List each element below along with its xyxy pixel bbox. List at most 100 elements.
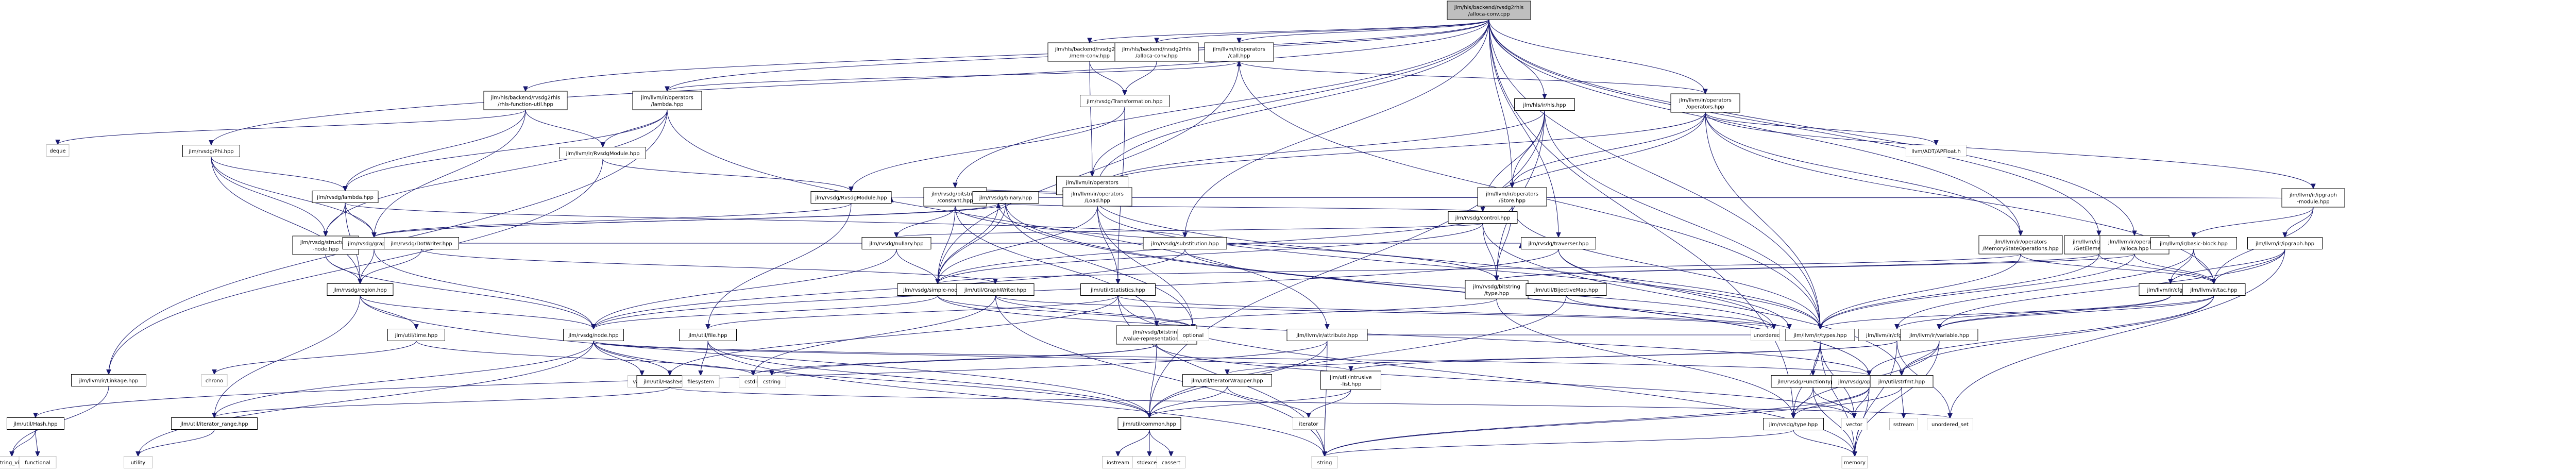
graph-node-rvsdgtype[interactable]: jlm/rvsdg/type.hpp	[1763, 418, 1824, 430]
graph-node-root[interactable]: jlm/hls/backend/rvsdg2rhls/alloca-conv.c…	[1447, 1, 1531, 20]
arrowhead-icon	[358, 279, 363, 284]
graph-node-llvmtypes[interactable]: jlm/llvm/ir/types.hpp	[1785, 329, 1855, 341]
graph-node-memstate[interactable]: jlm/llvm/ir/operators/MemoryStateOperati…	[1978, 235, 2063, 255]
graph-node-time[interactable]: jlm/util/time.hpp	[387, 329, 445, 341]
edge-rhlsfu-to-rvsdglambda	[345, 109, 526, 191]
graph-node-transformation[interactable]: jlm/rvsdg/Transformation.hpp	[1080, 95, 1170, 107]
node-label: string	[1317, 460, 1332, 466]
graph-node-allocaconvh[interactable]: jlm/hls/backend/rvsdg2rhls/alloca-conv.h…	[1114, 42, 1199, 62]
node-label: jlm/llvm/ir/types.hpp	[1793, 333, 1846, 339]
edge-binary-to-graph	[374, 203, 1006, 238]
node-box	[2150, 237, 2237, 249]
node-label: iostream	[1107, 460, 1129, 466]
node-label: jlm/rvsdg/graph.hpp	[347, 241, 400, 247]
graph-node-variable[interactable]: jlm/llvm/ir/variable.hpp	[1900, 329, 1978, 341]
edge-root-to-intops	[1092, 19, 1489, 177]
graph-node-dotwriter[interactable]: jlm/rvsdg/DotWriter.hpp	[384, 237, 459, 249]
arrowhead-icon	[667, 370, 672, 376]
graph-node-iterwrapper[interactable]: jlm/util/IteratorWrapper.hpp	[1182, 374, 1272, 386]
edge-time-to-chrono	[214, 341, 417, 375]
node-box	[1927, 418, 1973, 430]
graph-node-call[interactable]: jlm/llvm/ir/operators/call.hpp	[1204, 42, 1274, 62]
graph-node-rvsdglambda[interactable]: jlm/rvsdg/lambda.hpp	[312, 191, 379, 203]
edge-tac-to-operation	[1869, 295, 2214, 376]
node-label: jlm/llvm/ir/operators	[2072, 240, 2125, 245]
edge-graphwriter-to-cstdint	[753, 295, 996, 376]
edge-llvmlambda-to-structural	[325, 109, 668, 237]
graph-node-file[interactable]: jlm/util/file.hpp	[679, 329, 737, 341]
edge-node-to-common	[593, 341, 1150, 418]
arrowhead-icon	[1791, 413, 1796, 419]
graph-node-basicblock[interactable]: jlm/llvm/ir/basic-block.hpp	[2150, 237, 2237, 249]
graph-node-phi[interactable]: jlm/rvsdg/Phi.hpp	[182, 145, 240, 157]
graph-node-load[interactable]: jlm/llvm/ir/operators/Load.hpp	[1062, 187, 1132, 207]
graph-node-tac[interactable]: jlm/llvm/ir/tac.hpp	[2182, 283, 2246, 296]
graph-node-llvmmodule[interactable]: jlm/llvm/ir/RvsdgModule.hpp	[560, 147, 646, 159]
arrowhead-icon	[1556, 232, 1561, 238]
node-label: jlm/rvsdg/control.hpp	[1455, 215, 1511, 221]
graph-node-bijective[interactable]: jlm/util/BijectiveMap.hpp	[1526, 283, 1607, 296]
graph-node-control[interactable]: jlm/rvsdg/control.hpp	[1448, 211, 1518, 224]
node-box	[1906, 145, 1967, 157]
node-box	[1521, 237, 1596, 249]
graph-node-sstream: sstream	[1889, 418, 1918, 430]
graph-node-traverser[interactable]: jlm/rvsdg/traverser.hpp	[1521, 237, 1596, 249]
arrowhead-icon	[1154, 38, 1159, 44]
graph-node-rvsdgmodule[interactable]: jlm/rvsdg/RvsdgModule.hpp	[810, 191, 892, 204]
arrowhead-icon	[2018, 230, 2023, 237]
graph-node-common[interactable]: jlm/util/common.hpp	[1117, 417, 1181, 430]
node-label: jlm/llvm/ir/basic-block.hpp	[2159, 241, 2228, 247]
arrowhead-icon	[1147, 451, 1152, 457]
node-label: utility	[131, 460, 146, 466]
node-label: jlm/llvm/ir/Linkage.hpp	[79, 378, 139, 384]
graph-node-ipgraph[interactable]: jlm/llvm/ir/ipgraph.hpp	[2247, 237, 2323, 249]
arrowhead-icon	[2311, 183, 2316, 190]
edge-rvsdgtype-to-memory	[1793, 430, 1855, 457]
graph-node-statistics[interactable]: jlm/util/Statistics.hpp	[1080, 283, 1156, 296]
graph-node-intrusive[interactable]: jlm/util/intrusive-list.hpp	[1320, 370, 1381, 390]
node-box	[7, 417, 64, 430]
node-label: jlm/util/BijectiveMap.hpp	[1534, 288, 1598, 293]
graph-node-store[interactable]: jlm/llvm/ir/operators/Store.hpp	[1477, 187, 1547, 207]
edge-rhlsfu-to-llvmmodule	[525, 109, 603, 147]
node-label: /type.hpp	[1484, 291, 1509, 297]
graph-node-attribute[interactable]: jlm/llvm/ir/attribute.hpp	[1286, 329, 1368, 341]
graph-node-region[interactable]: jlm/rvsdg/region.hpp	[327, 283, 394, 296]
node-box	[810, 191, 892, 204]
graph-node-linkage[interactable]: jlm/llvm/ir/Linkage.hpp	[71, 374, 146, 386]
graph-node-nullary[interactable]: jlm/rvsdg/nullary.hpp	[861, 237, 931, 249]
graph-node-substitution[interactable]: jlm/rvsdg/substitution.hpp	[1143, 237, 1227, 249]
node-label: jlm/rvsdg/DotWriter.hpp	[390, 241, 452, 247]
graph-node-filesystem: filesystem	[682, 375, 720, 387]
graph-node-iterrange[interactable]: jlm/util/iterator_range.hpp	[171, 417, 258, 430]
edge-root-to-bsconstant	[955, 19, 1489, 188]
node-label: jlm/llvm/ir/ipgraph.hpp	[2255, 241, 2314, 247]
graph-node-strfmt[interactable]: jlm/util/strfmt.hpp	[1870, 375, 1934, 387]
graph-node-rhlsfu[interactable]: jlm/hls/backend/rvsdg2rhls/rhls-function…	[483, 91, 568, 110]
node-label: jlm/llvm/ir/operators	[1065, 180, 1118, 186]
arrowhead-icon	[1225, 369, 1230, 375]
graph-node-vector: vector	[1841, 418, 1868, 430]
node-box	[1182, 374, 1272, 386]
edge-cfgnode-to-intrusive	[1350, 341, 1897, 372]
graph-node-operators[interactable]: jlm/llvm/ir/operators/operators.hpp	[1670, 93, 1740, 113]
node-box	[861, 237, 931, 249]
arrowhead-icon	[1818, 324, 1823, 330]
edge-root-to-allocaop	[1488, 19, 2135, 236]
graph-node-node[interactable]: jlm/rvsdg/node.hpp	[563, 329, 624, 341]
graph-node-ipgraphmodule[interactable]: jlm/llvm/ir/ipgraph-module.hpp	[2281, 188, 2345, 208]
edge-simplenode-to-operation	[937, 295, 1870, 376]
node-label: jlm/llvm/ir/operators	[640, 95, 693, 101]
graph-node-binary[interactable]: jlm/rvsdg/binary.hpp	[972, 191, 1039, 204]
graph-node-hls[interactable]: jlm/hls/ir/hls.hpp	[1514, 98, 1575, 111]
node-label: jlm/rvsdg/lambda.hpp	[316, 195, 374, 200]
graph-node-hash[interactable]: jlm/util/Hash.hpp	[7, 417, 64, 430]
graph-node-graphwriter[interactable]: jlm/util/GraphWriter.hpp	[956, 283, 1035, 296]
node-box	[1477, 187, 1547, 207]
edge-nullary-to-simplenode	[896, 249, 938, 284]
graph-node-llvmlambda[interactable]: jlm/llvm/ir/operators/lambda.hpp	[632, 91, 702, 110]
node-box	[1514, 98, 1575, 111]
node-box	[1526, 283, 1607, 296]
edge-traverser-to-list	[1558, 249, 1790, 329]
graph-node-bstype[interactable]: jlm/rvsdg/bitstring/type.hpp	[1465, 280, 1529, 299]
